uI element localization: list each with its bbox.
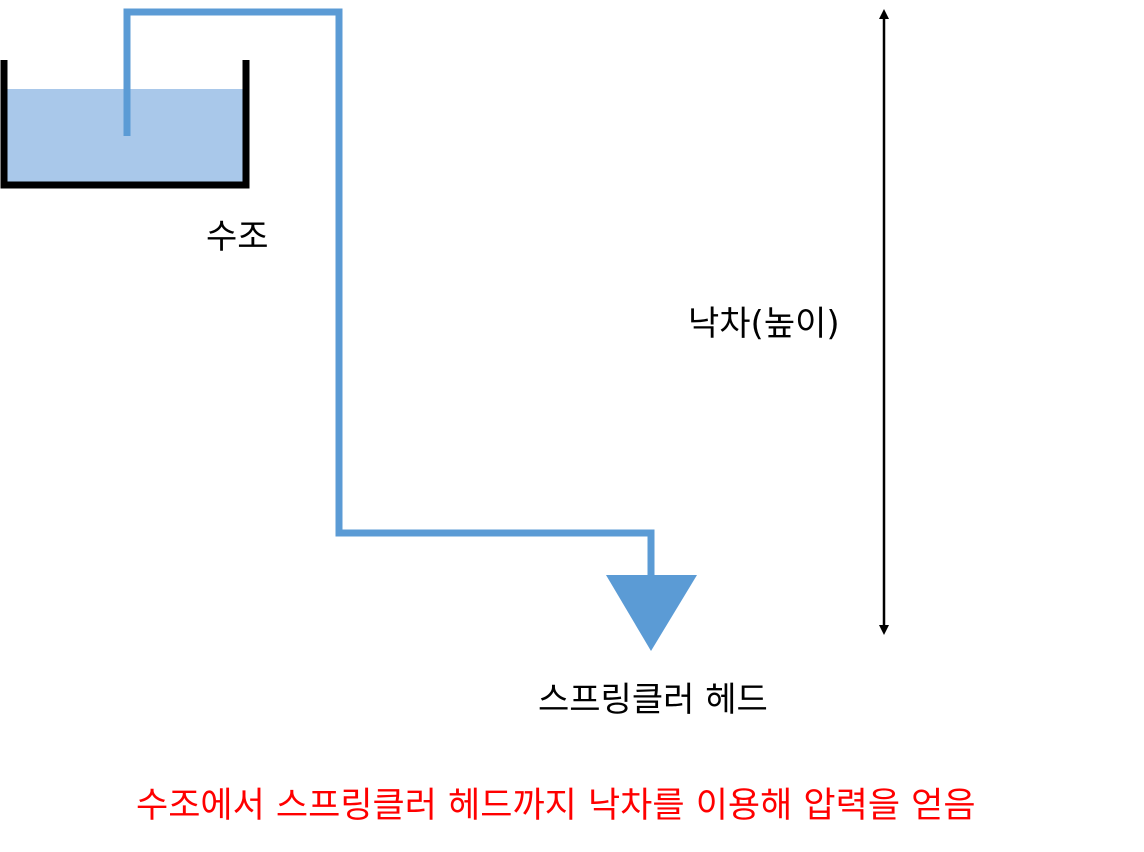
tank-label: 수조 — [206, 217, 269, 257]
supply-pipe — [123, 8, 655, 576]
sprinkler-head-icon — [606, 575, 697, 651]
caption: 수조에서 스프링클러 헤드까지 낙차를 이용해 압력을 얻음 — [136, 786, 976, 826]
height-label: 낙차(높이) — [688, 304, 840, 344]
sprinkler-head-label: 스프링클러 헤드 — [538, 680, 768, 720]
tank-walls — [0, 60, 250, 189]
